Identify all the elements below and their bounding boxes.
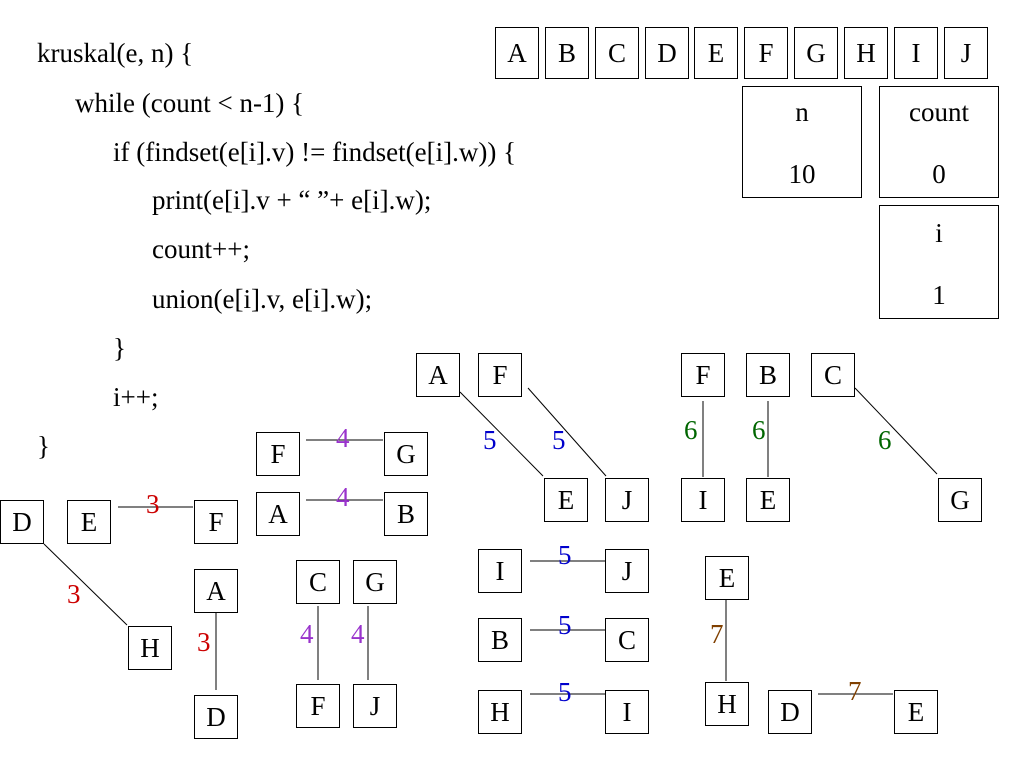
array-cell: G [794, 27, 838, 79]
array-cell: H [844, 27, 888, 79]
code-line: } [37, 431, 50, 461]
node-B: B [384, 492, 428, 536]
node-A: A [194, 569, 238, 613]
node-F: F [256, 432, 300, 476]
edge-weight: 6 [878, 425, 892, 455]
node-E: E [67, 500, 111, 544]
node-G: G [353, 560, 397, 604]
array-cell: C [595, 27, 639, 79]
var-i-label: i [935, 218, 943, 248]
var-count-box: count 0 [879, 86, 999, 198]
code-line: count++; [152, 234, 250, 264]
edge-weight: 3 [197, 627, 211, 657]
code-line: while (count < n-1) { [75, 88, 305, 118]
edge-line [527, 387, 607, 477]
node-B: B [746, 353, 790, 397]
node-D: D [0, 500, 44, 544]
node-E: E [544, 478, 588, 522]
node-F: F [296, 684, 340, 728]
node-A: A [256, 492, 300, 536]
edge-weight: 7 [848, 676, 862, 706]
edge-weight: 4 [336, 482, 350, 512]
array-cell: F [744, 27, 788, 79]
node-C: C [296, 560, 340, 604]
node-E: E [746, 478, 790, 522]
node-H: H [705, 682, 749, 726]
edge-line [854, 387, 938, 475]
code-line: print(e[i].v + “ ”+ e[i].w); [152, 185, 432, 215]
edge-line [459, 391, 544, 477]
edge-weight: 4 [336, 423, 350, 453]
array-cell: D [645, 27, 689, 79]
node-E: E [894, 690, 938, 734]
array-cell: A [495, 27, 539, 79]
node-C: C [811, 353, 855, 397]
node-I: I [605, 690, 649, 734]
code-line: } [113, 333, 126, 363]
node-I: I [478, 549, 522, 593]
node-I: I [681, 478, 725, 522]
var-count-label: count [909, 97, 969, 127]
array-cell: J [944, 27, 988, 79]
node-E: E [705, 556, 749, 600]
node-D: D [768, 690, 812, 734]
node-F: F [194, 500, 238, 544]
array-cell: E [694, 27, 738, 79]
code-line: kruskal(e, n) { [37, 38, 194, 68]
node-J: J [353, 684, 397, 728]
node-J: J [605, 549, 649, 593]
edge-line [43, 543, 128, 626]
node-B: B [478, 618, 522, 662]
var-n-value: 10 [788, 159, 816, 189]
edge-weight: 6 [684, 415, 698, 445]
edge-weight: 5 [558, 610, 572, 640]
node-F: F [478, 353, 522, 397]
var-count-value: 0 [932, 159, 946, 189]
node-G: G [938, 478, 982, 522]
node-C: C [605, 618, 649, 662]
edge-weight: 4 [300, 619, 314, 649]
var-n-box: n 10 [742, 86, 862, 198]
edge-weight: 3 [67, 579, 81, 609]
array-cell: B [545, 27, 589, 79]
var-n-label: n [795, 97, 809, 127]
node-G: G [384, 432, 428, 476]
node-A: A [416, 353, 460, 397]
code-line: if (findset(e[i].v) != findset(e[i].w)) … [113, 137, 517, 167]
node-H: H [128, 626, 172, 670]
edge-weight: 7 [710, 619, 724, 649]
edge-weight: 5 [558, 677, 572, 707]
edge-weight: 6 [752, 415, 766, 445]
var-i-box: i 1 [879, 205, 999, 319]
var-i-value: 1 [932, 280, 946, 310]
node-H: H [478, 690, 522, 734]
array-cell: I [894, 27, 938, 79]
edge-weight: 5 [552, 425, 566, 455]
edge-weight: 5 [483, 425, 497, 455]
code-line: union(e[i].v, e[i].w); [152, 284, 373, 314]
node-J: J [605, 478, 649, 522]
node-D: D [194, 695, 238, 739]
edge-weight: 3 [146, 489, 160, 519]
code-line: i++; [113, 382, 159, 412]
edge-weight: 4 [351, 619, 365, 649]
node-F: F [681, 353, 725, 397]
edge-weight: 5 [558, 540, 572, 570]
